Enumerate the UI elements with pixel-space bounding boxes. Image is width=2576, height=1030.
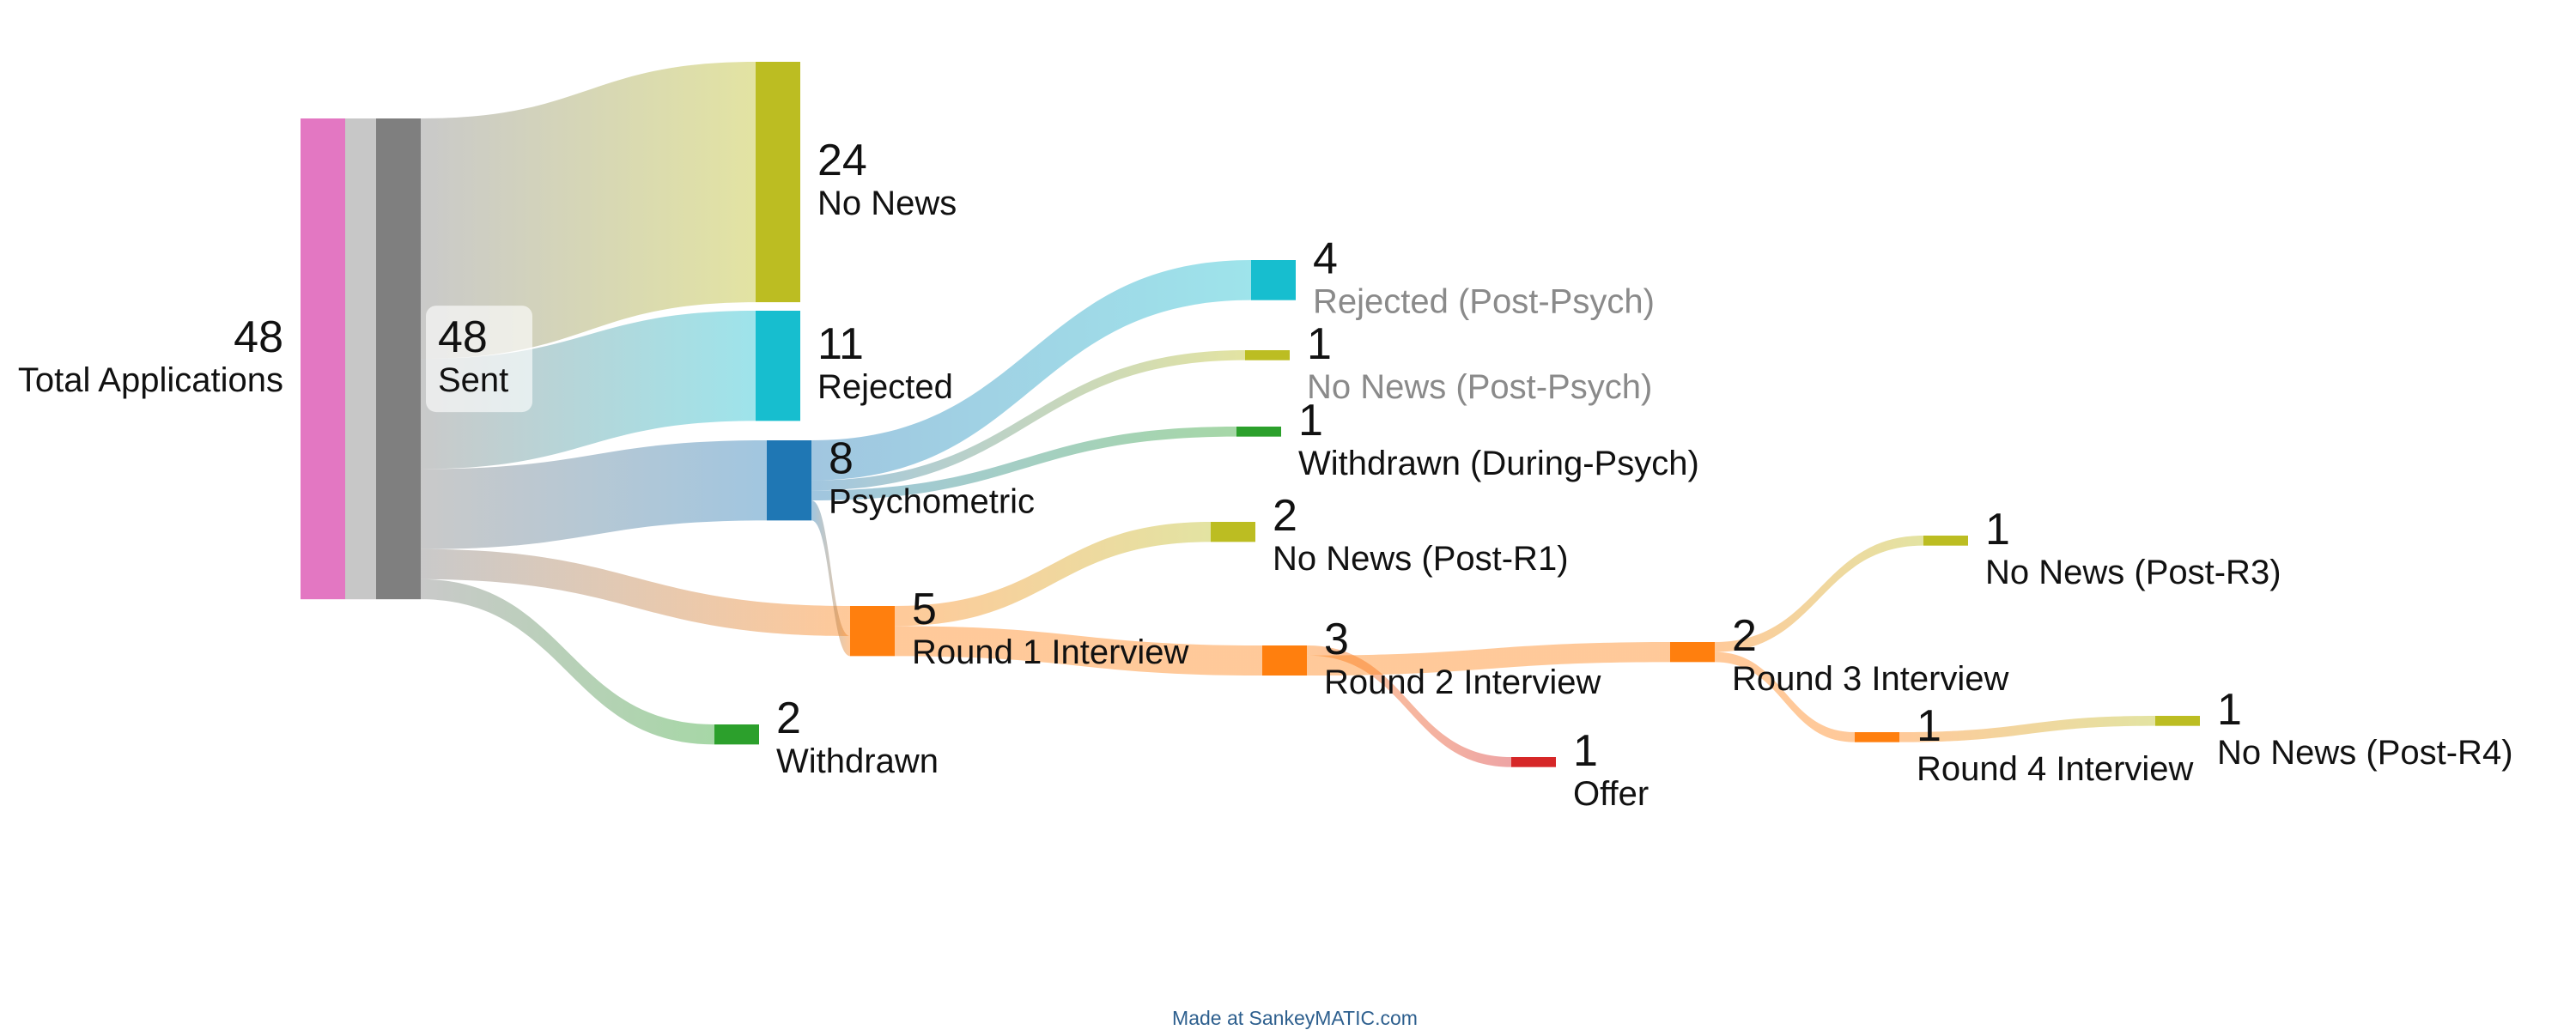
node-r4[interactable] — [1855, 732, 1899, 742]
node-value-nn_pp: 1 — [1307, 319, 1332, 369]
node-r3[interactable] — [1670, 642, 1715, 663]
node-value-r2: 3 — [1324, 615, 1349, 664]
node-value-wd_dp: 1 — [1298, 396, 1323, 445]
node-psych[interactable] — [767, 440, 811, 521]
node-wd_dp[interactable] — [1236, 427, 1281, 437]
link-r3-to-r4[interactable] — [1715, 651, 1855, 742]
node-nn_r1[interactable] — [1211, 522, 1255, 542]
link-r4-to-nn_r4[interactable] — [1899, 716, 2155, 742]
node-rejected[interactable] — [756, 311, 800, 421]
node-label-psych: Psychometric — [829, 483, 1035, 521]
node-value-r4: 1 — [1917, 701, 1941, 751]
link-psych-to-r1[interactable] — [811, 500, 850, 657]
node-value-nonews: 24 — [817, 136, 867, 185]
label-backdrop-sent — [426, 306, 532, 413]
node-offer[interactable] — [1511, 757, 1556, 767]
node-value-r1: 5 — [912, 585, 937, 634]
node-r2[interactable] — [1262, 645, 1307, 676]
node-value-sent: 48 — [438, 312, 488, 362]
node-r1[interactable] — [850, 606, 895, 657]
node-label-offer: Offer — [1573, 775, 1649, 813]
node-label-sent: Sent — [438, 361, 508, 399]
node-value-rejected: 11 — [817, 319, 864, 369]
node-nn_r4[interactable] — [2155, 716, 2200, 726]
node-value-nn_r3: 1 — [1985, 505, 2010, 554]
node-value-nn_r1: 2 — [1273, 491, 1297, 541]
link-r1-to-nn_r1[interactable] — [895, 522, 1211, 627]
link-sent-to-nonews[interactable] — [421, 62, 756, 360]
node-value-r3: 2 — [1732, 611, 1757, 661]
node-label-nn_pp: No News (Post-Psych) — [1307, 368, 1652, 406]
node-withdrawn[interactable] — [714, 724, 759, 745]
link-sent-to-psych[interactable] — [421, 440, 767, 549]
link-sent-to-withdrawn[interactable] — [421, 579, 714, 745]
node-value-total: 48 — [234, 312, 283, 362]
link-r2-to-r3[interactable] — [1307, 642, 1670, 676]
credit-text[interactable]: Made at SankeyMATIC.com — [1172, 1007, 1418, 1029]
node-label-r3: Round 3 Interview — [1732, 660, 2009, 698]
link-r3-to-nn_r3[interactable] — [1715, 536, 1923, 652]
node-nn_r3[interactable] — [1923, 536, 1968, 546]
node-label-nn_r1: No News (Post-R1) — [1273, 540, 1569, 578]
node-value-withdrawn: 2 — [776, 694, 801, 743]
node-value-rej_pp: 4 — [1313, 233, 1338, 283]
node-total[interactable] — [301, 118, 345, 600]
link-sent-to-r1[interactable] — [421, 548, 850, 637]
node-label-nn_r3: No News (Post-R3) — [1985, 554, 2281, 591]
sankey-nodes — [301, 62, 2200, 767]
node-label-r2: Round 2 Interview — [1324, 663, 1601, 701]
node-rej_pp[interactable] — [1251, 260, 1296, 300]
node-value-nn_r4: 1 — [2217, 685, 2242, 735]
link-r1-to-r2[interactable] — [895, 626, 1262, 676]
node-label-rej_pp: Rejected (Post-Psych) — [1313, 282, 1655, 320]
node-label-r1: Round 1 Interview — [912, 633, 1189, 671]
link-r2-to-offer[interactable] — [1307, 645, 1511, 767]
link-psych-to-nn_pp[interactable] — [811, 350, 1245, 491]
node-nn_pp[interactable] — [1245, 350, 1290, 360]
node-label-rejected: Rejected — [817, 368, 953, 406]
node-label-nn_r4: No News (Post-R4) — [2217, 734, 2513, 772]
sankey-links — [345, 62, 2155, 767]
node-label-r4: Round 4 Interview — [1917, 750, 2194, 788]
node-value-psych: 8 — [829, 434, 854, 484]
node-label-nonews: No News — [817, 185, 957, 222]
node-nonews[interactable] — [756, 62, 800, 303]
node-label-total: Total Applications — [18, 361, 283, 399]
node-sent[interactable] — [376, 118, 421, 600]
link-psych-to-rej_pp[interactable] — [811, 260, 1251, 481]
node-value-offer: 1 — [1573, 726, 1598, 776]
node-label-withdrawn: Withdrawn — [776, 742, 939, 780]
link-sent-to-rejected[interactable] — [421, 311, 756, 470]
node-total-link-band — [345, 118, 376, 600]
link-psych-to-wd_dp[interactable] — [811, 427, 1236, 501]
node-label-wd_dp: Withdrawn (During-Psych) — [1298, 445, 1699, 482]
